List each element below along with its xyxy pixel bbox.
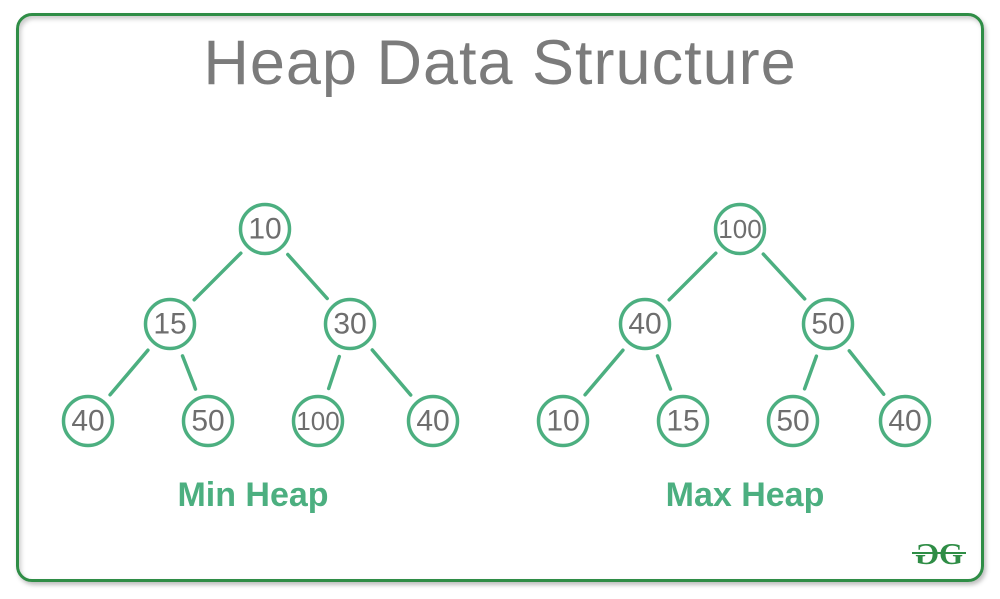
tree-node-circle [656,394,710,448]
tree-edge [192,251,243,302]
tree-node-circle [536,394,590,448]
outer-border-frame [16,13,984,582]
tree-node-value: 40 [416,405,449,438]
tree-node-value: 50 [811,308,844,341]
tree-node-circle [713,202,767,256]
tree-node-value: 15 [153,308,186,341]
tree-node-circle [181,394,235,448]
tree-node-circle [766,394,820,448]
tree-node-value: 100 [296,406,339,436]
tree-node-circle [238,202,292,256]
logo-mirrored-g: G [915,536,939,571]
page-title: Heap Data Structure [203,28,797,98]
tree-edge [370,348,413,397]
tree-edge [326,354,342,391]
tree-node-value: 30 [333,308,366,341]
tree-node-value: 50 [776,405,809,438]
tree-node-circle [61,394,115,448]
tree-node-circle [291,394,345,448]
tree-edge [847,349,886,396]
tree-edge [286,252,329,301]
tree-node-value: 50 [191,405,224,438]
geeksforgeeks-logo: GG [912,536,966,571]
min-heap-label: Min Heap [177,476,329,514]
tree-node-circle [323,297,377,351]
tree-node-circle [801,297,855,351]
tree-edge [583,348,625,397]
tree-node-value: 40 [888,405,921,438]
tree-node-value: 100 [718,214,761,244]
tree-edge [180,354,198,391]
tree-node-circle [143,297,197,351]
tree-edge [655,354,673,391]
tree-edge [761,252,807,301]
tree-node-value: 10 [248,213,281,246]
tree-node-circle [618,297,672,351]
tree-node-value: 10 [546,405,579,438]
tree-node-circle [878,394,932,448]
tree-node-value: 40 [71,405,104,438]
logo-strikethrough-bar [912,552,966,554]
tree-edge [108,348,150,397]
tree-node-value: 40 [628,308,661,341]
tree-edge [802,354,819,391]
logo-g: G [939,536,963,571]
tree-edge [667,251,718,302]
tree-node-value: 15 [666,405,699,438]
tree-node-circle [406,394,460,448]
max-heap-label: Max Heap [665,476,825,514]
